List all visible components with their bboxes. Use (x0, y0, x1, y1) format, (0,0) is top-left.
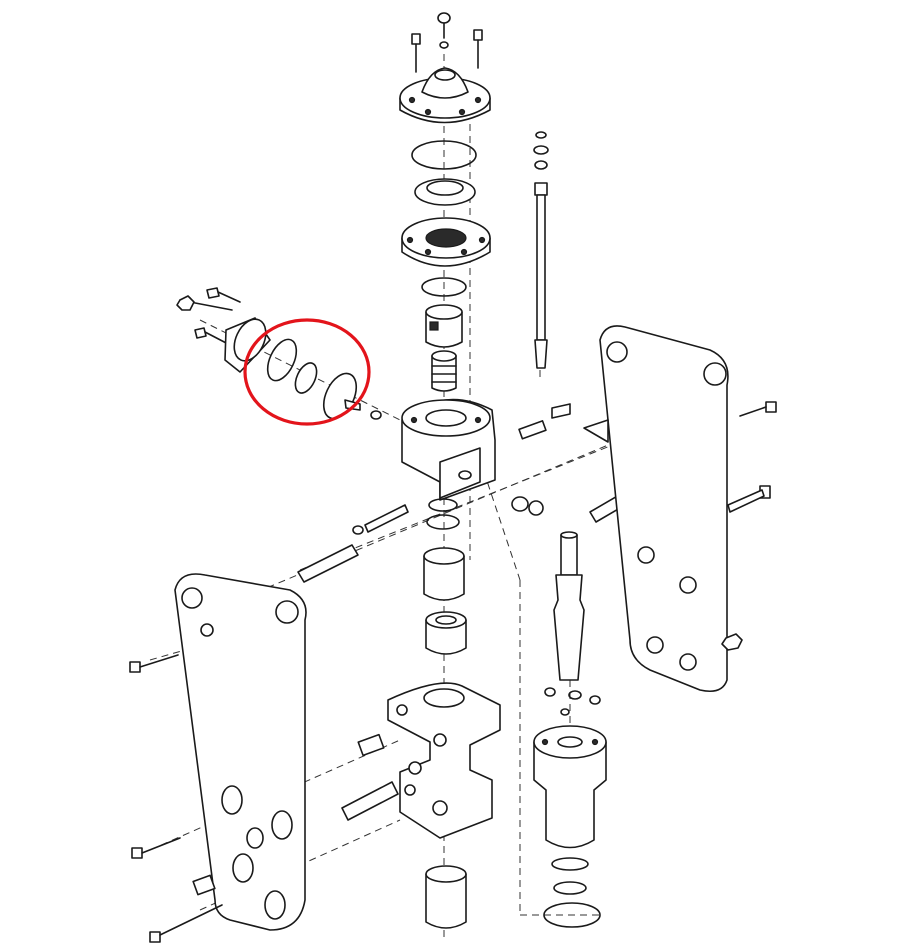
o-ring-middle (421, 277, 467, 297)
middle-flange (401, 217, 491, 267)
o-ring-upper (411, 140, 477, 170)
fitting-left (352, 504, 409, 535)
cylinder-block (387, 682, 501, 839)
top-bolts (411, 12, 483, 73)
side-bolts (129, 295, 777, 943)
bolt-icon (149, 904, 223, 943)
bolt-icon (129, 654, 179, 673)
accumulator-subassembly (179, 287, 382, 420)
bolt-icon (473, 29, 483, 69)
bolt-icon (206, 287, 241, 303)
bolt-icon (194, 327, 231, 346)
fitting-right (511, 403, 571, 516)
small-coupling (357, 733, 385, 757)
side-plate-left (174, 573, 307, 931)
upper-bushing (423, 547, 465, 601)
small-plug-icon (437, 12, 451, 49)
bolt-icon (411, 33, 421, 73)
top-cap (399, 67, 491, 124)
bolt-icon (727, 485, 771, 513)
hydraulic-hose (533, 131, 549, 369)
highlight-circle (243, 318, 371, 426)
seal-sleeve (425, 611, 467, 655)
valve-spool (431, 350, 457, 392)
nut-icon (192, 874, 216, 896)
bolt-icon (739, 401, 777, 417)
valve-sleeve (425, 304, 463, 348)
lower-bushing (425, 865, 467, 929)
side-plate-right (583, 325, 729, 693)
nut-icon (721, 633, 743, 651)
bolt-icon (131, 837, 181, 859)
o-ring-lower (426, 498, 460, 530)
pin-lower (341, 781, 399, 821)
pin-left (297, 544, 359, 583)
front-head (533, 725, 607, 849)
piston (553, 531, 585, 681)
valve-body (401, 398, 496, 501)
front-head-rings (543, 687, 601, 928)
nut-icon (176, 295, 195, 311)
seal-ring (414, 178, 476, 206)
